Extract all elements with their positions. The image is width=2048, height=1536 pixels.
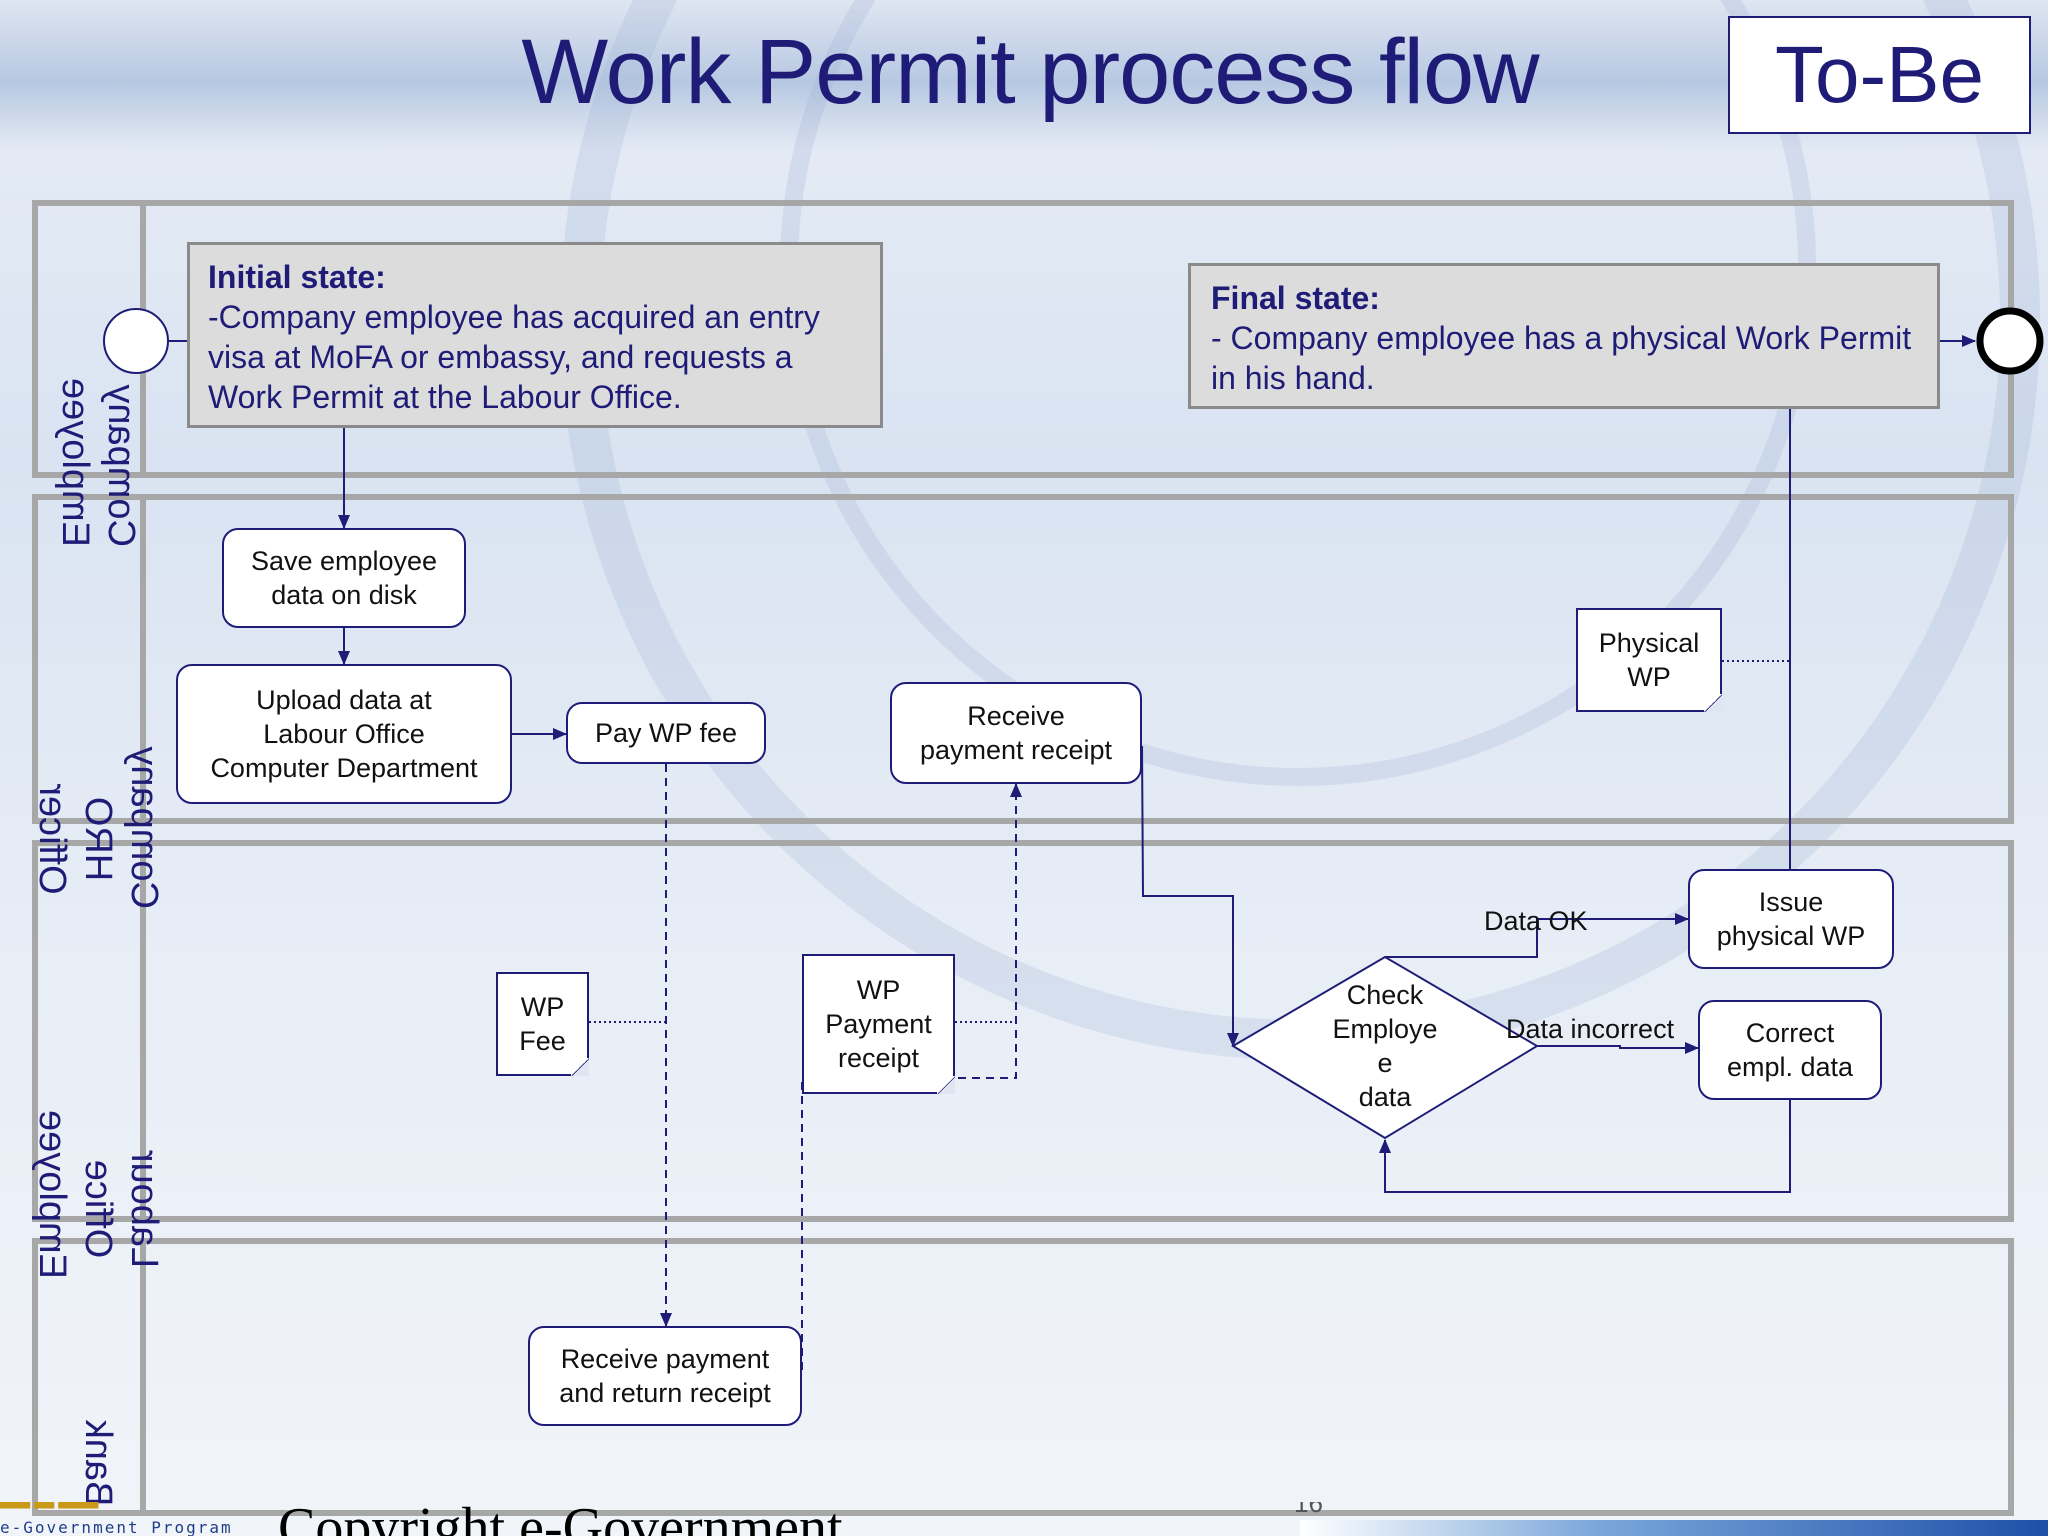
footer-copyright: Copyright e-Government	[278, 1502, 843, 1536]
initial-state-box: Initial state: -Company employee has acq…	[187, 242, 883, 428]
start-event-icon	[103, 308, 169, 374]
document-wp-fee-label: WP Fee	[519, 992, 566, 1056]
initial-state-heading: Initial state:	[208, 259, 386, 295]
page-title: Work Permit process flow	[521, 21, 1539, 123]
footer-logo-text: e-Government Program	[0, 1518, 233, 1536]
to-be-badge: To-Be	[1728, 16, 2031, 134]
lane-header-bank	[32, 1244, 146, 1510]
page-fold-icon	[571, 1058, 589, 1076]
document-wp-payment-receipt-label: WP Payment receipt	[825, 975, 932, 1073]
end-event-icon	[1976, 307, 2044, 375]
task-pay-wp-fee[interactable]: Pay WP fee	[566, 702, 766, 764]
page-fold-icon	[1704, 694, 1722, 712]
final-state-text: - Company employee has a physical Work P…	[1211, 320, 1912, 396]
lane-labour-office	[32, 840, 2014, 1222]
footer: ▀▀▀ ▀▀ ▀▀▀▀ e-Government Program Copyrig…	[0, 1502, 2048, 1536]
edge-label-data-incorrect: Data incorrect	[1506, 1014, 1675, 1044]
footer-page-number: 16	[1294, 1502, 1323, 1518]
task-issue-physical-wp[interactable]: Issue physical WP	[1688, 869, 1894, 969]
document-physical-wp-label: Physical WP	[1598, 628, 1700, 692]
document-wp-payment-receipt: WP Payment receipt	[802, 954, 955, 1094]
lane-header-labour-office	[32, 846, 146, 1216]
footer-bar	[1300, 1520, 2048, 1536]
lane-bank	[32, 1238, 2014, 1516]
task-bank-receive-payment[interactable]: Receive payment and return receipt	[528, 1326, 802, 1426]
page-fold-icon	[937, 1076, 955, 1094]
final-state-box: Final state: - Company employee has a ph…	[1188, 263, 1940, 409]
task-upload-data[interactable]: Upload data at Labour Office Computer De…	[176, 664, 512, 804]
initial-state-text: -Company employee has acquired an entry …	[208, 299, 820, 415]
check-employee-data-gateway[interactable]: Check Employe e data	[1332, 980, 1438, 1112]
lane-company-hro	[32, 494, 2014, 824]
task-receive-payment-receipt[interactable]: Receive payment receipt	[890, 682, 1142, 784]
task-save-employee-data[interactable]: Save employee data on disk	[222, 528, 466, 628]
lane-header-company-hro	[32, 500, 146, 818]
document-wp-fee: WP Fee	[496, 972, 589, 1076]
footer-logo-mark: ▀▀▀ ▀▀ ▀▀▀▀	[0, 1502, 99, 1517]
task-correct-employee-data[interactable]: Correct empl. data	[1698, 1000, 1882, 1100]
final-state-heading: Final state:	[1211, 280, 1380, 316]
edge-label-data-ok: Data OK	[1484, 906, 1588, 936]
document-physical-wp: Physical WP	[1576, 608, 1722, 712]
